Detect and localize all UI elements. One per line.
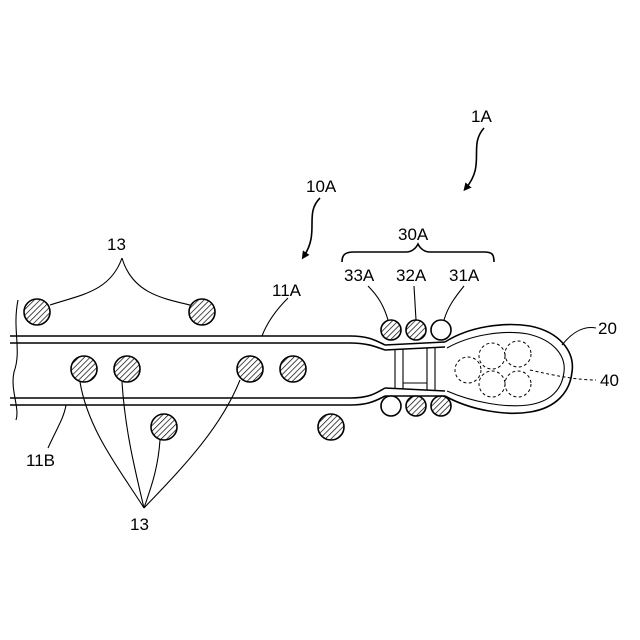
leaders-13-bottom (80, 380, 240, 508)
pouch-inner-outline (447, 333, 564, 406)
leader-33a (368, 286, 388, 320)
arrow-10a (304, 198, 320, 256)
strip-left-edge (13, 300, 18, 420)
label-11b: 11B (26, 451, 55, 470)
contents-particles (455, 341, 531, 397)
ring-33a (381, 320, 401, 416)
arrow-1a (466, 128, 484, 188)
leader-20 (562, 328, 596, 345)
label-32a: 32A (396, 266, 427, 285)
label-30a: 30A (398, 225, 429, 244)
label-13-bottom: 13 (130, 515, 149, 534)
leader-11a (262, 298, 288, 336)
brace-30a (342, 244, 494, 262)
particles (24, 299, 344, 440)
ring-32a (406, 320, 426, 416)
leader-31a (444, 286, 464, 320)
leader-32a (414, 286, 416, 320)
label-20: 20 (598, 319, 617, 338)
ring-31a (431, 320, 451, 416)
label-31a: 31A (449, 266, 480, 285)
label-40: 40 (600, 371, 619, 390)
pouch-outline (445, 325, 572, 414)
leader-11b (48, 405, 66, 448)
neck (385, 342, 445, 396)
label-13-top: 13 (107, 235, 126, 254)
label-10a: 10A (306, 177, 337, 196)
leaders-13-top (50, 258, 190, 305)
strip-body (10, 336, 385, 405)
label-1a: 1A (471, 107, 492, 126)
label-11a: 11A (272, 281, 302, 300)
label-33a: 33A (344, 266, 375, 285)
